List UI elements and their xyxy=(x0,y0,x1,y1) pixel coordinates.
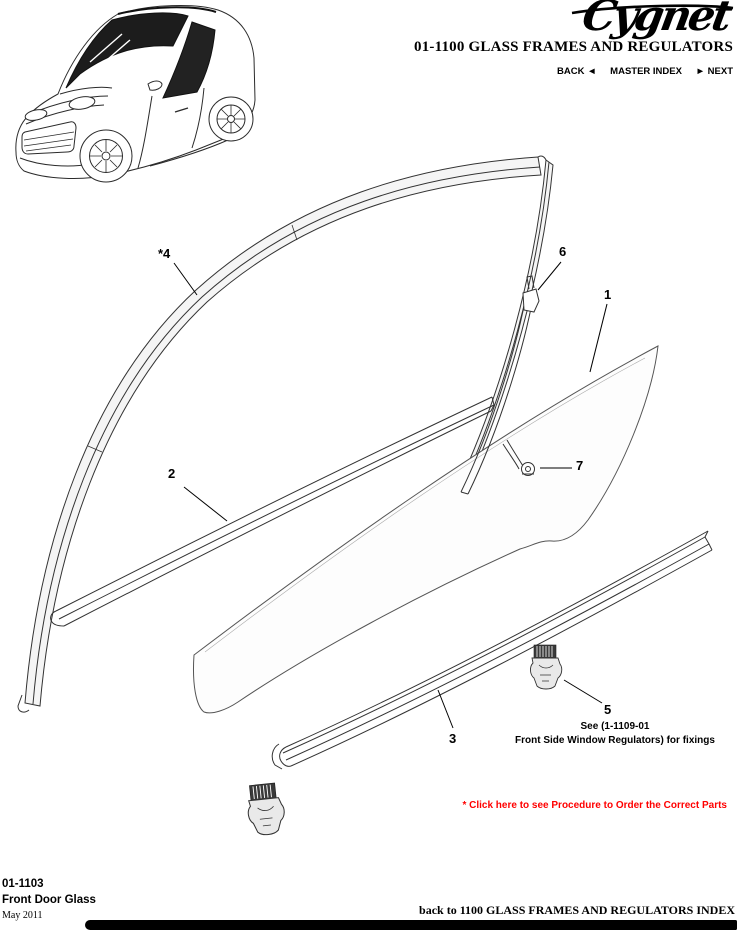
next-label: NEXT xyxy=(707,66,733,77)
callout-1: 1 xyxy=(604,287,612,302)
footer-info: 01-1103 Front Door Glass May 2011 xyxy=(2,876,96,924)
callout-4: *4 xyxy=(158,246,171,261)
doc-date: May 2011 xyxy=(2,910,43,921)
outer-waist-seal xyxy=(271,530,713,770)
fixings-note-line1: See (1-1109-01 xyxy=(580,721,650,732)
fixings-note-line2: Front Side Window Regulators) for fixing… xyxy=(515,735,715,746)
order-parts-link[interactable]: * Click here to see Procedure to Order t… xyxy=(462,800,727,811)
master-index-link[interactable]: MASTER INDEX xyxy=(610,66,682,77)
door-glass xyxy=(193,345,659,714)
callout-7: 7 xyxy=(576,458,584,473)
back-label: BACK xyxy=(557,66,585,77)
brand-logo-flourish xyxy=(571,4,734,15)
leader-lines xyxy=(173,261,608,729)
next-arrow-icon: ► xyxy=(695,66,706,77)
glass-guide-channel xyxy=(460,275,540,495)
callout-2: 2 xyxy=(168,466,176,481)
seal-clip-left xyxy=(244,781,287,837)
nav-bar: BACK ◄ MASTER INDEX ► NEXT xyxy=(546,66,733,77)
seal-clip-right xyxy=(530,644,563,690)
car-illustration xyxy=(15,5,256,183)
back-arrow-icon: ◄ xyxy=(587,66,597,77)
inner-waist-seal xyxy=(50,396,495,627)
bolt-fixing xyxy=(521,462,535,476)
callout-3: 3 xyxy=(449,731,457,746)
brand-logo: Cygnet xyxy=(578,0,734,40)
back-link[interactable]: BACK ◄ xyxy=(557,66,597,77)
callout-6: 6 xyxy=(559,244,567,259)
bottom-bar xyxy=(85,920,737,930)
callout-5: 5 xyxy=(604,702,612,717)
doc-number: 01-1103 xyxy=(2,878,44,890)
doc-title: Front Door Glass xyxy=(2,894,96,906)
next-link[interactable]: ► NEXT xyxy=(696,66,733,77)
page-title: 01-1100 GLASS FRAMES AND REGULATORS xyxy=(414,39,733,55)
glass-run-channel xyxy=(17,155,554,713)
fixings-cross-reference[interactable]: See (1-1109-01 Front Side Window Regulat… xyxy=(495,720,735,748)
index-back-link[interactable]: back to 1100 GLASS FRAMES AND REGULATORS… xyxy=(419,903,735,917)
